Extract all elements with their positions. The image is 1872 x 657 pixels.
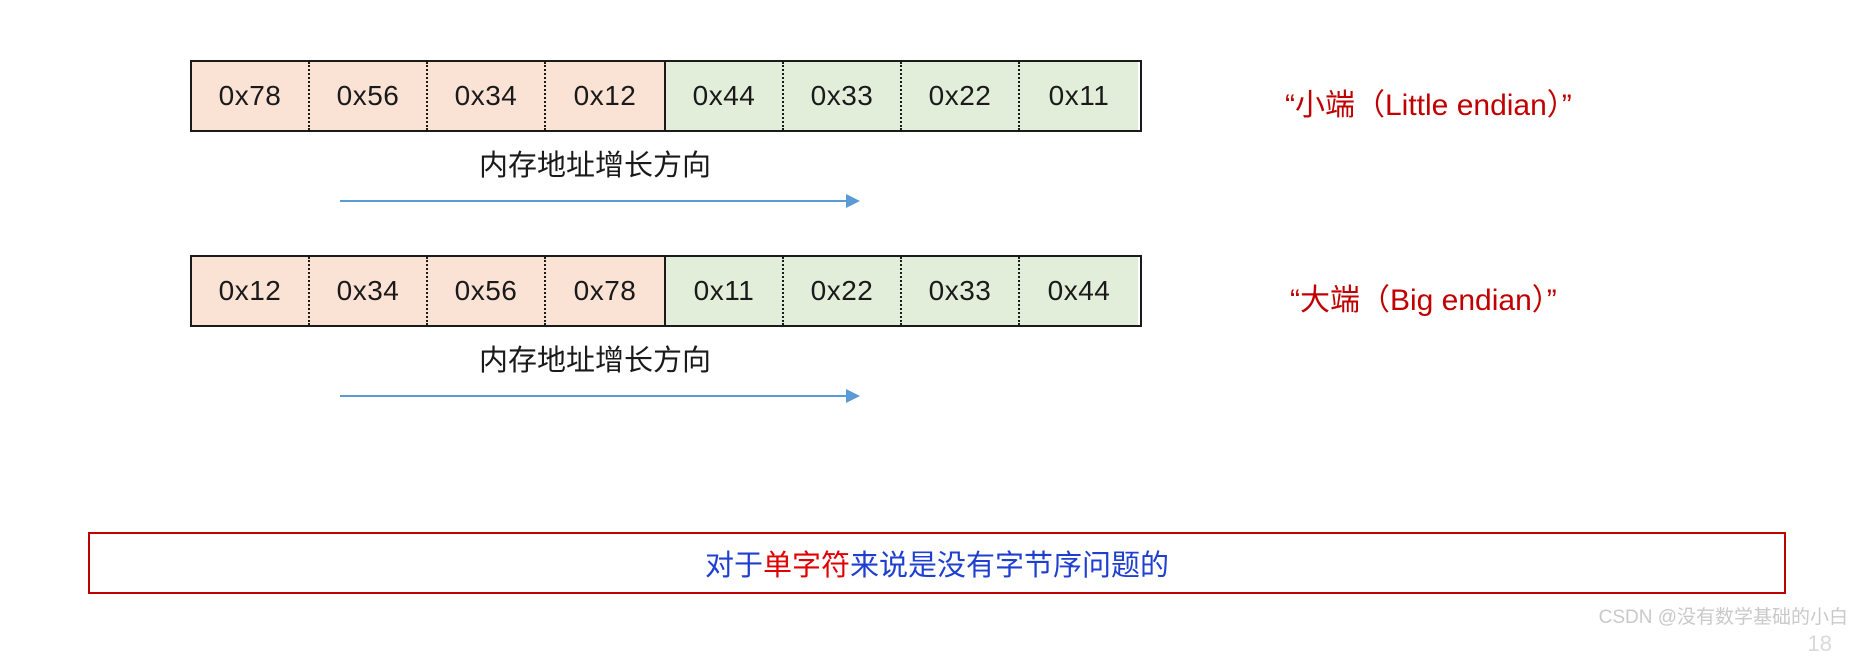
byte-cell: 0x34 [310,257,428,325]
note-suffix: 来说是没有字节序问题的 [850,550,1170,582]
caption-big-endian: “大端（Big endian）” [1290,284,1557,317]
byte-cell: 0x12 [192,257,310,325]
byte-cell: 0x34 [428,62,546,130]
page-number: 18 [1807,631,1832,656]
byte-table-little-endian: 0x78 0x56 0x34 0x12 0x44 0x33 0x22 0x11 [190,60,1142,132]
memory-direction-label: 内存地址增长方向 [478,345,711,377]
note-highlight: 单字符 [762,550,850,582]
byte-cell: 0x33 [784,62,902,130]
csdn-watermark: CSDN @没有数学基础的小白 [1598,607,1848,628]
memory-direction-arrow-icon [330,194,860,208]
byte-cell: 0x44 [666,62,784,130]
byte-cell: 0x11 [1020,62,1138,130]
byte-cell: 0x44 [1020,257,1138,325]
byte-group-a-little: 0x78 0x56 0x34 0x12 [192,62,666,130]
byte-cell: 0x22 [902,62,1020,130]
note-prefix: 对于 [704,550,763,582]
byte-cell: 0x33 [902,257,1020,325]
byte-group-b-big: 0x11 0x22 0x33 0x44 [666,257,1138,325]
byte-cell: 0x22 [784,257,902,325]
byte-cell: 0x78 [192,62,310,130]
byte-cell: 0x56 [310,62,428,130]
byte-cell: 0x12 [546,62,664,130]
memory-direction-annotation-2: 内存地址增长方向 [330,337,860,403]
byte-cell: 0x56 [428,257,546,325]
byte-cell: 0x11 [666,257,784,325]
byte-group-b-little: 0x44 0x33 0x22 0x11 [666,62,1138,130]
caption-little-endian: “小端（Little endian）” [1285,89,1572,122]
memory-direction-arrow-icon [330,389,860,403]
byte-group-a-big: 0x12 0x34 0x56 0x78 [192,257,666,325]
note-text: 对于单字符来说是没有字节序问题的 [705,542,1169,584]
memory-direction-label: 内存地址增长方向 [478,150,711,182]
byte-table-big-endian: 0x12 0x34 0x56 0x78 0x11 0x22 0x33 0x44 [190,255,1142,327]
memory-direction-annotation-1: 内存地址增长方向 [330,142,860,208]
note-banner: 对于单字符来说是没有字节序问题的 [88,532,1786,594]
byte-cell: 0x78 [546,257,664,325]
